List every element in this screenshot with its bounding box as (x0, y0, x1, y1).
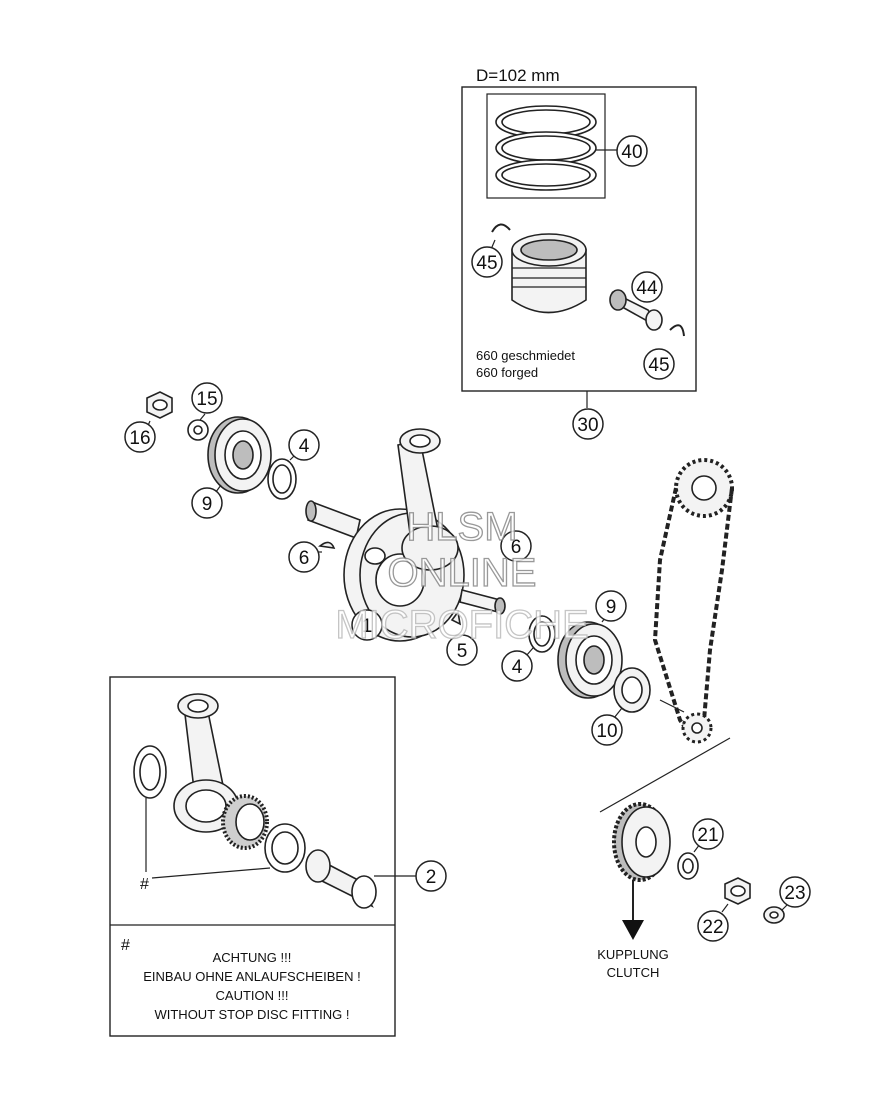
callout-bubbles: 40 45 44 45 30 15 16 4 (124, 135, 811, 942)
diameter-label: D=102 mm (476, 66, 560, 85)
callout-6-right[interactable]: 6 (500, 530, 532, 562)
svg-text:6: 6 (511, 537, 522, 558)
callout-40[interactable]: 40 (616, 135, 648, 167)
piston-box-frame (461, 86, 697, 392)
warning-line-en-title: CAUTION !!! (216, 988, 289, 1003)
piston-note-forged-en: 660 forged (476, 365, 538, 380)
callout-45-bottom[interactable]: 45 (643, 348, 675, 380)
piston-icon (511, 233, 587, 314)
circlip-icon (669, 324, 685, 337)
timing-chain-icon (652, 458, 734, 744)
piston-note-forged-de: 660 geschmiedet (476, 348, 575, 363)
svg-text:9: 9 (202, 494, 213, 515)
svg-text:5: 5 (457, 641, 468, 662)
svg-text:1: 1 (362, 616, 373, 637)
piston-rings-icon (495, 105, 597, 191)
clutch-label-de: KUPPLUNG (597, 947, 669, 962)
no-thrust-washer-mark: # (140, 876, 149, 893)
svg-text:22: 22 (702, 917, 723, 938)
ball-bearing-icon (557, 621, 623, 699)
svg-text:45: 45 (476, 253, 497, 274)
callout-15[interactable]: 15 (191, 382, 223, 414)
woodruff-key-icon (318, 541, 336, 549)
svg-text:23: 23 (784, 883, 805, 904)
watermark-line-1: HLSM (406, 505, 517, 549)
warning-line-de-title: ACHTUNG !!! (213, 950, 292, 965)
callout-9-left[interactable]: 9 (191, 487, 223, 519)
primary-gear-icon (612, 802, 671, 882)
svg-text:6: 6 (299, 548, 310, 569)
circlip-icon (491, 223, 511, 233)
svg-text:44: 44 (636, 278, 658, 299)
svg-text:30: 30 (577, 415, 598, 436)
callout-44[interactable]: 44 (631, 271, 663, 303)
crank-pin-icon (305, 849, 377, 909)
svg-text:9: 9 (606, 597, 617, 618)
warning-mark: # (121, 937, 130, 954)
svg-text:21: 21 (697, 825, 718, 846)
callout-1[interactable]: 1 (351, 609, 383, 641)
svg-text:15: 15 (196, 389, 217, 410)
piston-ring-set-frame (486, 93, 606, 199)
conrod-icon (173, 693, 239, 833)
ball-bearing-icon (207, 416, 272, 494)
callout-2[interactable]: 2 (415, 860, 447, 892)
woodruff-key-icon (450, 610, 462, 626)
callout-23[interactable]: 23 (779, 876, 811, 908)
watermark-line-2: ONLINE (388, 551, 537, 595)
warning-line-de-body: EINBAU OHNE ANLAUFSCHEIBEN ! (143, 969, 360, 984)
callout-21[interactable]: 21 (692, 818, 724, 850)
svg-text:40: 40 (621, 142, 642, 163)
crankshaft-icon (305, 428, 506, 642)
svg-text:4: 4 (299, 436, 310, 457)
needle-bearing-icon (221, 794, 269, 850)
conrod-kit-box: # # ACHTUNG !!! EINBAU OHNE ANLAUFSCHEIB… (109, 676, 418, 1037)
warning-line-en-body: WITHOUT STOP DISC FITTING ! (154, 1007, 349, 1022)
callout-4-left[interactable]: 4 (288, 429, 320, 461)
callout-45-top[interactable]: 45 (471, 246, 503, 278)
right-parts: KUPPLUNG CLUTCH (525, 458, 789, 980)
arrow-down-icon (622, 920, 644, 940)
callout-22[interactable]: 22 (697, 910, 729, 942)
piston-pin-icon (609, 289, 663, 331)
piston-box: D=102 mm (461, 66, 697, 408)
clutch-label-en: CLUTCH (607, 965, 660, 980)
callout-10[interactable]: 10 (591, 714, 623, 746)
svg-text:10: 10 (596, 721, 617, 742)
svg-text:4: 4 (512, 657, 523, 678)
conrod-kit-frame (109, 676, 396, 1037)
watermark: HLSM ONLINE MICROFICHE (335, 504, 590, 647)
callout-16[interactable]: 16 (124, 421, 156, 453)
callout-5[interactable]: 5 (446, 634, 478, 666)
callout-6-left[interactable]: 6 (288, 541, 320, 573)
callout-30[interactable]: 30 (572, 408, 604, 440)
svg-text:16: 16 (129, 428, 150, 449)
watermark-line-3: MICROFICHE (335, 603, 588, 647)
svg-text:45: 45 (648, 355, 669, 376)
callout-9-right[interactable]: 9 (595, 590, 627, 622)
svg-text:2: 2 (426, 867, 437, 888)
left-parts (145, 391, 336, 553)
callout-4-right[interactable]: 4 (501, 650, 533, 682)
